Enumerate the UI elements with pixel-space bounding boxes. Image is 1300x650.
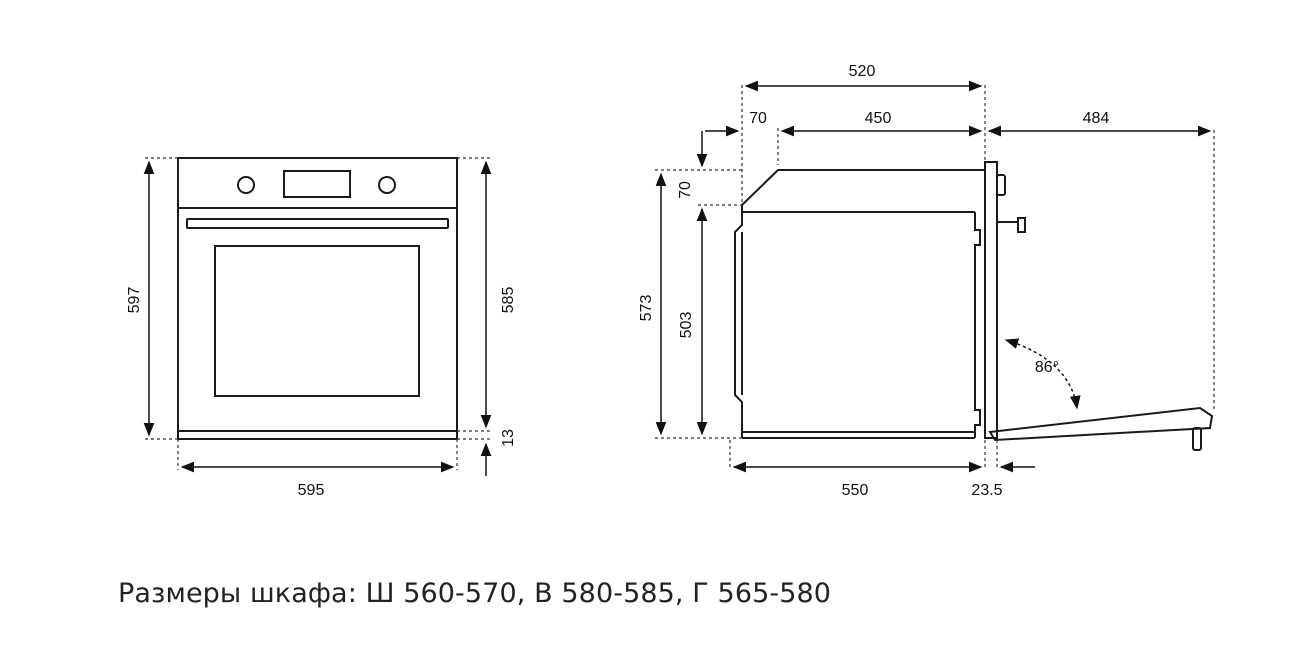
front-view: 597 585 13 595 bbox=[126, 157, 517, 499]
side-top-profile bbox=[741, 169, 985, 206]
dim-door-angle-arc bbox=[1004, 338, 1081, 410]
side-knob-icon bbox=[996, 174, 1006, 196]
dim-offset-label: 70 bbox=[749, 110, 767, 127]
dim-front-base-label: 13 bbox=[500, 429, 517, 447]
door-window bbox=[214, 245, 420, 397]
dim-front-height-label: 597 bbox=[126, 287, 143, 314]
dim-front-width-label: 595 bbox=[298, 482, 325, 499]
dim-front-body-height-label: 585 bbox=[500, 287, 517, 314]
dim-top-depth-label: 520 bbox=[849, 63, 876, 80]
dim-top-drop-label: 70 bbox=[677, 181, 694, 199]
side-handle-icon bbox=[997, 217, 1026, 233]
dim-door-angle-label: 86° bbox=[1035, 359, 1059, 376]
dim-cavity-height-label: 503 bbox=[678, 312, 695, 339]
dim-inner-depth-label: 450 bbox=[865, 110, 892, 127]
cabinet-dimensions-caption: Размеры шкафа: Ш 560-570, В 580-585, Г 5… bbox=[118, 578, 832, 609]
door-foot bbox=[1192, 427, 1202, 451]
display-panel bbox=[283, 170, 351, 198]
dim-door-thickness-label: 23.5 bbox=[971, 482, 1002, 499]
side-door-panel bbox=[984, 161, 998, 439]
side-back-wall bbox=[734, 205, 743, 438]
open-door bbox=[988, 406, 1214, 442]
side-view: 520 70 450 484 70 573 503 86° 550 23.5 bbox=[638, 63, 1215, 499]
left-knob-icon bbox=[237, 176, 255, 194]
front-oven-body bbox=[177, 157, 458, 440]
dim-door-open-label: 484 bbox=[1083, 110, 1110, 127]
door-handle bbox=[186, 218, 449, 229]
right-knob-icon bbox=[378, 176, 396, 194]
dim-body-depth-label: 550 bbox=[842, 482, 869, 499]
dim-total-height-label: 573 bbox=[638, 295, 655, 322]
